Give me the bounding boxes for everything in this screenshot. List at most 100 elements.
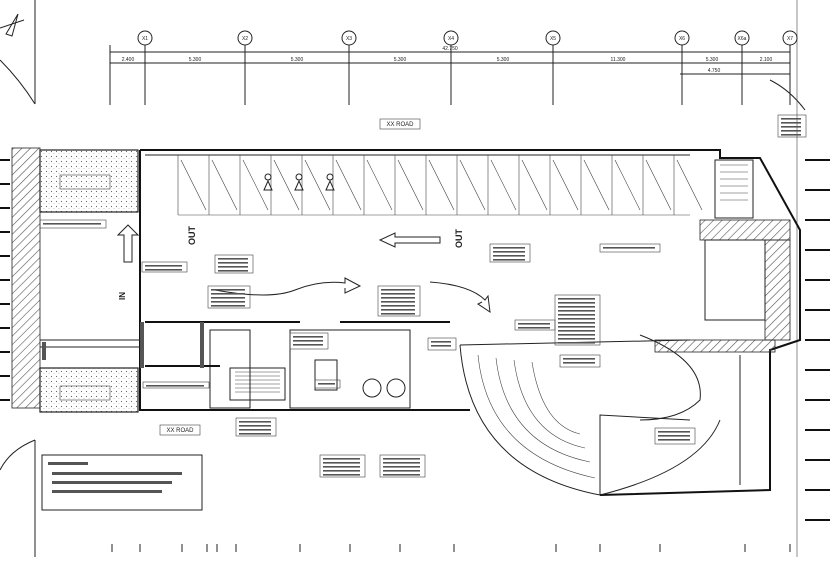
annotation-box <box>377 285 421 317</box>
annotation-text-line <box>218 266 248 268</box>
bay-diagonal <box>459 159 486 211</box>
annotation-text-line <box>558 342 595 344</box>
building-outline <box>139 149 801 496</box>
annotation-text-line <box>318 383 335 385</box>
bay-diagonal <box>614 159 641 211</box>
traffic-arrow-left <box>378 232 441 248</box>
annotation-box <box>559 354 601 368</box>
landscape-area-bottom <box>39 367 139 413</box>
annotation-box <box>314 379 341 389</box>
out-label-1: OUT <box>187 226 197 246</box>
annotation-text-line <box>781 118 801 120</box>
annotation-text-line <box>558 318 595 320</box>
annotation-text-line <box>558 302 595 304</box>
annotation-text-line <box>239 425 271 427</box>
annotation-text-line <box>323 474 360 476</box>
annotation-text-line <box>218 270 248 272</box>
auditorium-seating <box>459 334 721 496</box>
dim-bay-3: 5.300 <box>291 57 304 63</box>
annotation-box <box>142 381 210 389</box>
annotation-text-line <box>293 336 323 338</box>
annotation-box <box>599 243 661 253</box>
landscape-area-top <box>39 149 139 213</box>
annotation-text-line <box>563 362 595 364</box>
out-label-2: OUT <box>454 229 464 249</box>
annotation-text-line <box>781 134 801 136</box>
annotation-text-line <box>558 310 595 312</box>
annotation-text-line <box>293 344 323 346</box>
annotation-text-line <box>558 298 595 300</box>
north-arrow-icon <box>0 13 25 37</box>
annotation-text-line <box>658 431 690 433</box>
annotation-text-line <box>239 433 271 435</box>
annotation-text-line <box>323 466 360 468</box>
annotation-box <box>207 285 251 309</box>
bay-diagonal <box>304 159 331 211</box>
dim-bay-5: 5.300 <box>497 57 510 63</box>
bay-diagonal <box>583 159 610 211</box>
dim-overall: 42.750 <box>442 46 458 52</box>
road-label-top: XX ROAD <box>386 122 414 128</box>
legend-box <box>41 454 203 511</box>
grid-axis-label: X5 <box>550 36 556 42</box>
annotation-text-line <box>558 330 595 332</box>
dim-sub: 4.750 <box>708 68 721 74</box>
annotation-text-line <box>323 470 360 472</box>
annotation-boxes <box>39 114 807 478</box>
annotation-box <box>235 417 277 437</box>
annotation-text-line <box>493 247 525 249</box>
traffic-arrow-up <box>116 224 140 263</box>
annotation-text-line <box>781 126 801 128</box>
annotation-box <box>654 427 696 445</box>
annotation-text-line <box>293 340 323 342</box>
bay-diagonal <box>490 159 517 211</box>
annotation-text-line <box>558 314 595 316</box>
annotation-text-line <box>518 327 550 329</box>
bay-diagonal <box>428 159 455 211</box>
annotation-text-line <box>383 474 420 476</box>
traffic-arrow-curve <box>429 281 491 314</box>
annotation-text-line <box>383 458 420 460</box>
annotation-text-line <box>383 466 420 468</box>
annotation-text-line <box>603 247 655 249</box>
bay-diagonal <box>366 159 393 211</box>
dim-bay-1: 2.400 <box>122 57 135 63</box>
annotation-text-line <box>381 297 415 299</box>
annotation-text-line <box>239 421 271 423</box>
annotation-text-line <box>381 293 415 295</box>
stair-core-left <box>229 367 286 401</box>
restroom-icon <box>263 173 335 191</box>
grid-axis-label: X2 <box>242 36 248 42</box>
dim-bay-8: 2.100 <box>760 57 773 63</box>
annotation-text-line <box>781 130 801 132</box>
annotation-box <box>39 219 107 229</box>
dim-bay-2: 5.300 <box>189 57 202 63</box>
parking-bays <box>177 155 703 216</box>
dimension-lines: 42.750 2.400 5.300 5.300 5.300 5.300 11.… <box>110 46 790 75</box>
annotation-text-line <box>211 293 245 295</box>
traffic-arrow-right <box>214 277 362 296</box>
annotation-text-line <box>658 439 690 441</box>
bay-diagonal <box>211 159 238 211</box>
annotation-text-line <box>563 358 595 360</box>
grid-lines <box>109 45 791 105</box>
entrance-ramp-left <box>11 147 41 409</box>
bay-diagonal <box>397 159 424 211</box>
annotation-box <box>319 454 366 478</box>
grid-axis-label: X1 <box>142 36 148 42</box>
annotation-text-line <box>558 306 595 308</box>
annotation-text-line <box>146 385 204 387</box>
in-label: IN <box>118 292 127 300</box>
annotation-box <box>214 254 254 274</box>
bay-diagonal <box>273 159 300 211</box>
annotation-text-line <box>383 470 420 472</box>
annotation-text-line <box>323 462 360 464</box>
annotation-text-line <box>381 305 415 307</box>
annotation-box <box>379 454 426 478</box>
annotation-text-line <box>493 259 525 261</box>
dim-bay-7: 5.300 <box>706 57 719 63</box>
annotation-text-line <box>383 462 420 464</box>
